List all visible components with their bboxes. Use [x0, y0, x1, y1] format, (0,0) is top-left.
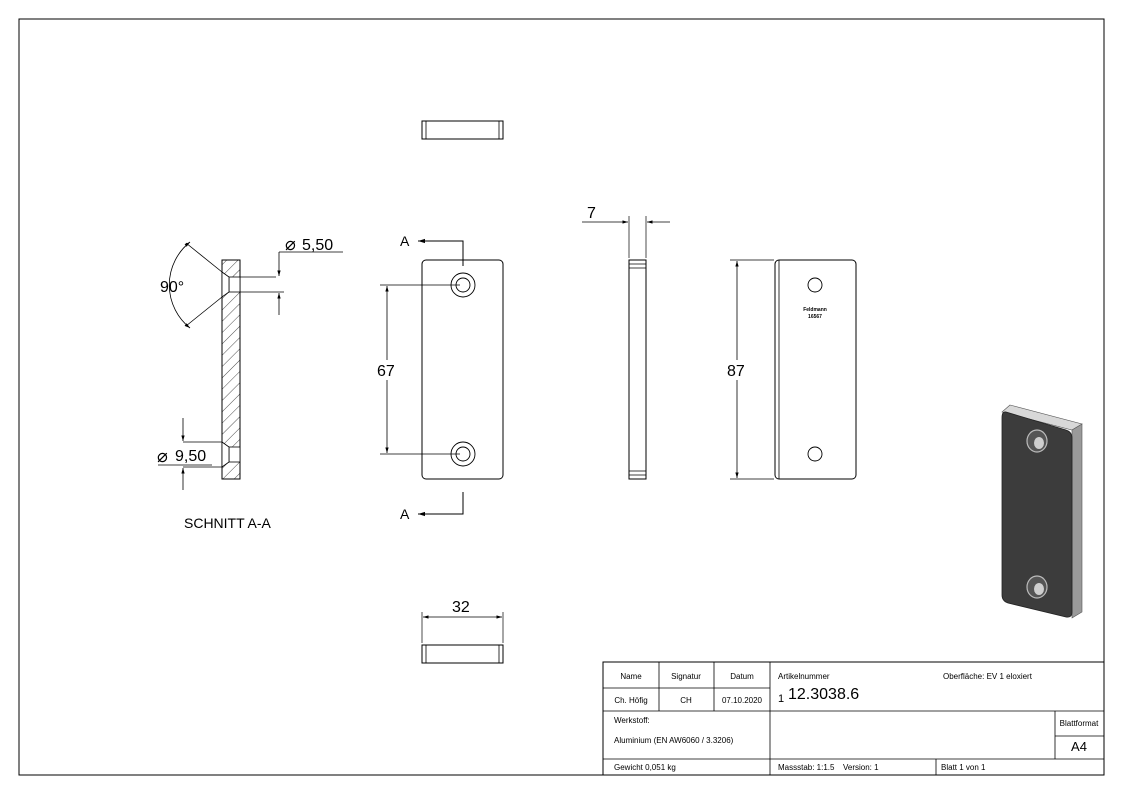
- header-name: Name: [620, 672, 642, 681]
- format-label: Blattformat: [1060, 719, 1099, 728]
- article-number: 12.3038.6: [788, 686, 859, 703]
- rear-view: Feldmann 16567 87: [724, 259, 857, 480]
- diameter-symbol: ⌀: [157, 446, 168, 466]
- author-signature: CH: [680, 696, 692, 705]
- front-view: A A 67: [374, 233, 504, 522]
- surface-finish: Oberfläche: EV 1 eloxiert: [943, 672, 1033, 681]
- format-value: A4: [1071, 739, 1087, 754]
- sheet-number: Blatt 1 von 1: [941, 763, 986, 772]
- sheet-frame: [18, 18, 1105, 776]
- section-view: 90° ⌀ 5,50 ⌀ 9,50 SCHNITT A-A: [157, 234, 343, 531]
- hole-spacing-label: 67: [377, 363, 395, 380]
- cut-mark-label: A: [400, 506, 410, 522]
- bottom-view: 32: [421, 599, 504, 664]
- thickness-label: 7: [587, 205, 596, 222]
- title-block: Name Signatur Datum Ch. Höfig CH 07.10.2…: [602, 661, 1105, 776]
- scale: Massstab: 1:1.5: [778, 763, 835, 772]
- length-label: 87: [727, 363, 745, 380]
- author-name: Ch. Höfig: [614, 696, 647, 705]
- weight: Gewicht 0,051 kg: [614, 763, 676, 772]
- section-title: SCHNITT A-A: [184, 515, 272, 531]
- material-value: Aluminium (EN AW6060 / 3.3206): [614, 736, 734, 745]
- version: Version: 1: [843, 763, 879, 772]
- material-label: Werkstoff:: [614, 716, 650, 725]
- header-signature: Signatur: [671, 672, 701, 681]
- drawing-date: 07.10.2020: [722, 696, 763, 705]
- isometric-view: [1001, 404, 1083, 619]
- engraving-text: Feldmann: [803, 307, 827, 313]
- counterbore-diameter-label: 9,50: [175, 448, 206, 465]
- width-label: 32: [452, 599, 470, 616]
- cut-mark-label: A: [400, 233, 410, 249]
- angle-label: 90°: [160, 279, 184, 296]
- top-view: [421, 120, 504, 140]
- article-prefix: 1: [778, 693, 784, 705]
- hole-diameter-label: 5,50: [302, 237, 333, 254]
- diameter-symbol: ⌀: [285, 234, 296, 254]
- header-date: Datum: [730, 672, 754, 681]
- engraving-text: 16567: [808, 314, 822, 320]
- side-view: 7: [582, 205, 670, 480]
- article-label: Artikelnummer: [778, 672, 830, 681]
